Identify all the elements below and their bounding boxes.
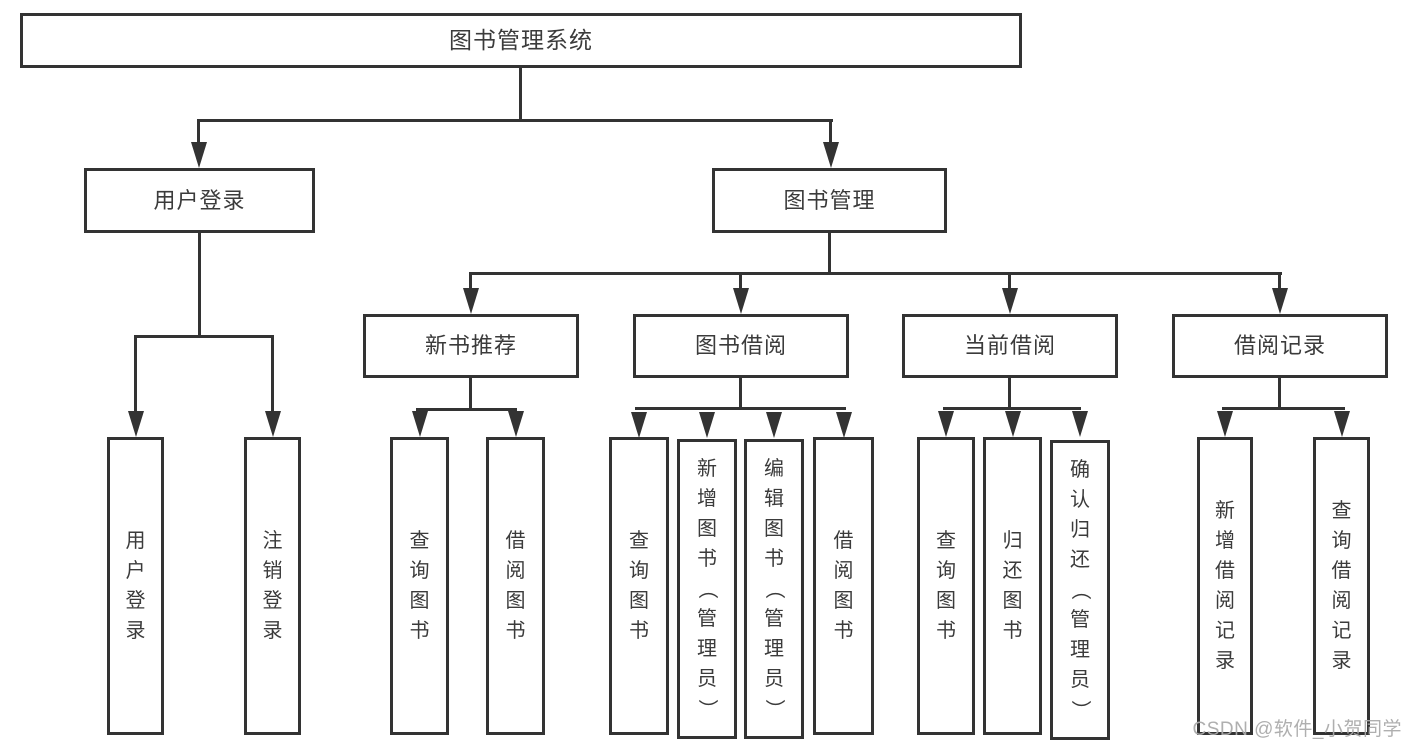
node-current-borrowing: 当前借阅 bbox=[902, 314, 1118, 378]
connector-line bbox=[635, 407, 846, 410]
arrowhead-down-icon bbox=[1004, 411, 1021, 437]
connector-line bbox=[469, 378, 472, 411]
node-label-leaf-bb-edit-book-admin: 编辑图书（管理员） bbox=[763, 458, 785, 719]
node-label-root: 图书管理系统 bbox=[449, 27, 593, 53]
node-leaf-user-login: 用户登录 bbox=[107, 437, 164, 735]
connector-line bbox=[1008, 378, 1011, 410]
node-user-login: 用户登录 bbox=[84, 168, 315, 233]
connector-line bbox=[829, 122, 832, 146]
connector-line bbox=[519, 68, 522, 122]
node-leaf-cb-return-books: 归还图书 bbox=[983, 437, 1042, 735]
connector-line bbox=[828, 233, 831, 275]
node-label-leaf-nbr-query-books: 查询图书 bbox=[409, 530, 430, 642]
arrowhead-down-icon bbox=[733, 288, 749, 314]
node-label-leaf-br-add-record: 新增借阅记录 bbox=[1215, 500, 1235, 672]
node-leaf-logout: 注销登录 bbox=[244, 437, 301, 735]
connector-line bbox=[739, 275, 742, 290]
connector-line bbox=[197, 119, 833, 122]
node-label-leaf-bb-add-book-admin: 新增图书（管理员） bbox=[696, 458, 718, 719]
arrowhead-down-icon bbox=[264, 411, 281, 437]
node-label-leaf-cb-query-books: 查询图书 bbox=[936, 530, 956, 642]
arrowhead-down-icon bbox=[766, 412, 782, 438]
arrowhead-down-icon bbox=[127, 411, 144, 437]
connector-line bbox=[739, 378, 742, 410]
node-leaf-br-add-record: 新增借阅记录 bbox=[1197, 437, 1253, 735]
node-leaf-nbr-borrow-books: 借阅图书 bbox=[486, 437, 545, 735]
node-label-user-login: 用户登录 bbox=[153, 187, 246, 213]
node-leaf-bb-edit-book-admin: 编辑图书（管理员） bbox=[744, 439, 804, 739]
node-label-book-management: 图书管理 bbox=[783, 187, 876, 213]
connector-line bbox=[1008, 275, 1011, 290]
arrowhead-down-icon bbox=[835, 412, 852, 438]
node-label-leaf-cb-confirm-return-admin: 确认归还（管理员） bbox=[1069, 459, 1091, 720]
node-book-management: 图书管理 bbox=[712, 168, 947, 233]
node-label-leaf-br-query-record: 查询借阅记录 bbox=[1331, 500, 1352, 672]
node-leaf-bb-query-books: 查询图书 bbox=[609, 437, 669, 735]
connector-line bbox=[416, 408, 517, 411]
arrowhead-down-icon bbox=[462, 288, 479, 314]
node-label-book-borrowing: 图书借阅 bbox=[694, 333, 787, 358]
connector-line bbox=[134, 335, 274, 338]
node-label-borrowing-records: 借阅记录 bbox=[1233, 333, 1326, 358]
connector-line bbox=[1222, 407, 1345, 410]
node-label-current-borrowing: 当前借阅 bbox=[963, 333, 1056, 358]
node-label-leaf-nbr-borrow-books: 借阅图书 bbox=[505, 530, 526, 642]
node-book-borrowing: 图书借阅 bbox=[633, 314, 849, 378]
watermark-text: CSDN @软件_小贺同学 bbox=[1192, 719, 1402, 740]
node-leaf-br-query-record: 查询借阅记录 bbox=[1313, 437, 1370, 735]
node-leaf-nbr-query-books: 查询图书 bbox=[390, 437, 449, 735]
arrowhead-down-icon bbox=[1333, 411, 1350, 437]
node-borrowing-records: 借阅记录 bbox=[1172, 314, 1388, 378]
node-label-leaf-cb-return-books: 归还图书 bbox=[1002, 530, 1023, 642]
connector-line bbox=[271, 338, 274, 413]
connector-line bbox=[1278, 275, 1281, 290]
connector-line bbox=[469, 275, 472, 290]
node-label-leaf-user-login: 用户登录 bbox=[125, 530, 146, 642]
arrowhead-down-icon bbox=[631, 412, 647, 438]
node-root: 图书管理系统 bbox=[20, 13, 1022, 68]
node-leaf-cb-confirm-return-admin: 确认归还（管理员） bbox=[1050, 440, 1110, 740]
arrowhead-down-icon bbox=[190, 142, 207, 168]
node-leaf-bb-borrow-books: 借阅图书 bbox=[813, 437, 874, 735]
node-label-leaf-bb-query-books: 查询图书 bbox=[629, 530, 649, 642]
arrowhead-down-icon bbox=[1217, 411, 1233, 437]
connector-line bbox=[198, 233, 201, 338]
node-new-book-recommendation: 新书推荐 bbox=[363, 314, 579, 378]
connector-line bbox=[1278, 378, 1281, 410]
arrowhead-down-icon bbox=[1272, 288, 1288, 314]
node-leaf-bb-add-book-admin: 新增图书（管理员） bbox=[677, 439, 737, 739]
node-label-leaf-logout: 注销登录 bbox=[262, 530, 283, 642]
arrowhead-down-icon bbox=[1072, 411, 1088, 437]
arrowhead-down-icon bbox=[1002, 288, 1018, 314]
arrowhead-down-icon bbox=[938, 411, 954, 437]
connector-line bbox=[134, 338, 137, 413]
node-label-new-book-recommendation: 新书推荐 bbox=[424, 333, 517, 358]
connector-line bbox=[943, 407, 1081, 410]
arrowhead-down-icon bbox=[699, 412, 715, 438]
node-label-leaf-bb-borrow-books: 借阅图书 bbox=[833, 530, 854, 642]
arrowhead-down-icon bbox=[822, 142, 839, 168]
connector-line bbox=[469, 272, 1282, 275]
arrowhead-down-icon bbox=[411, 411, 428, 437]
arrowhead-down-icon bbox=[507, 411, 524, 437]
node-leaf-cb-query-books: 查询图书 bbox=[917, 437, 975, 735]
connector-line bbox=[197, 122, 200, 146]
